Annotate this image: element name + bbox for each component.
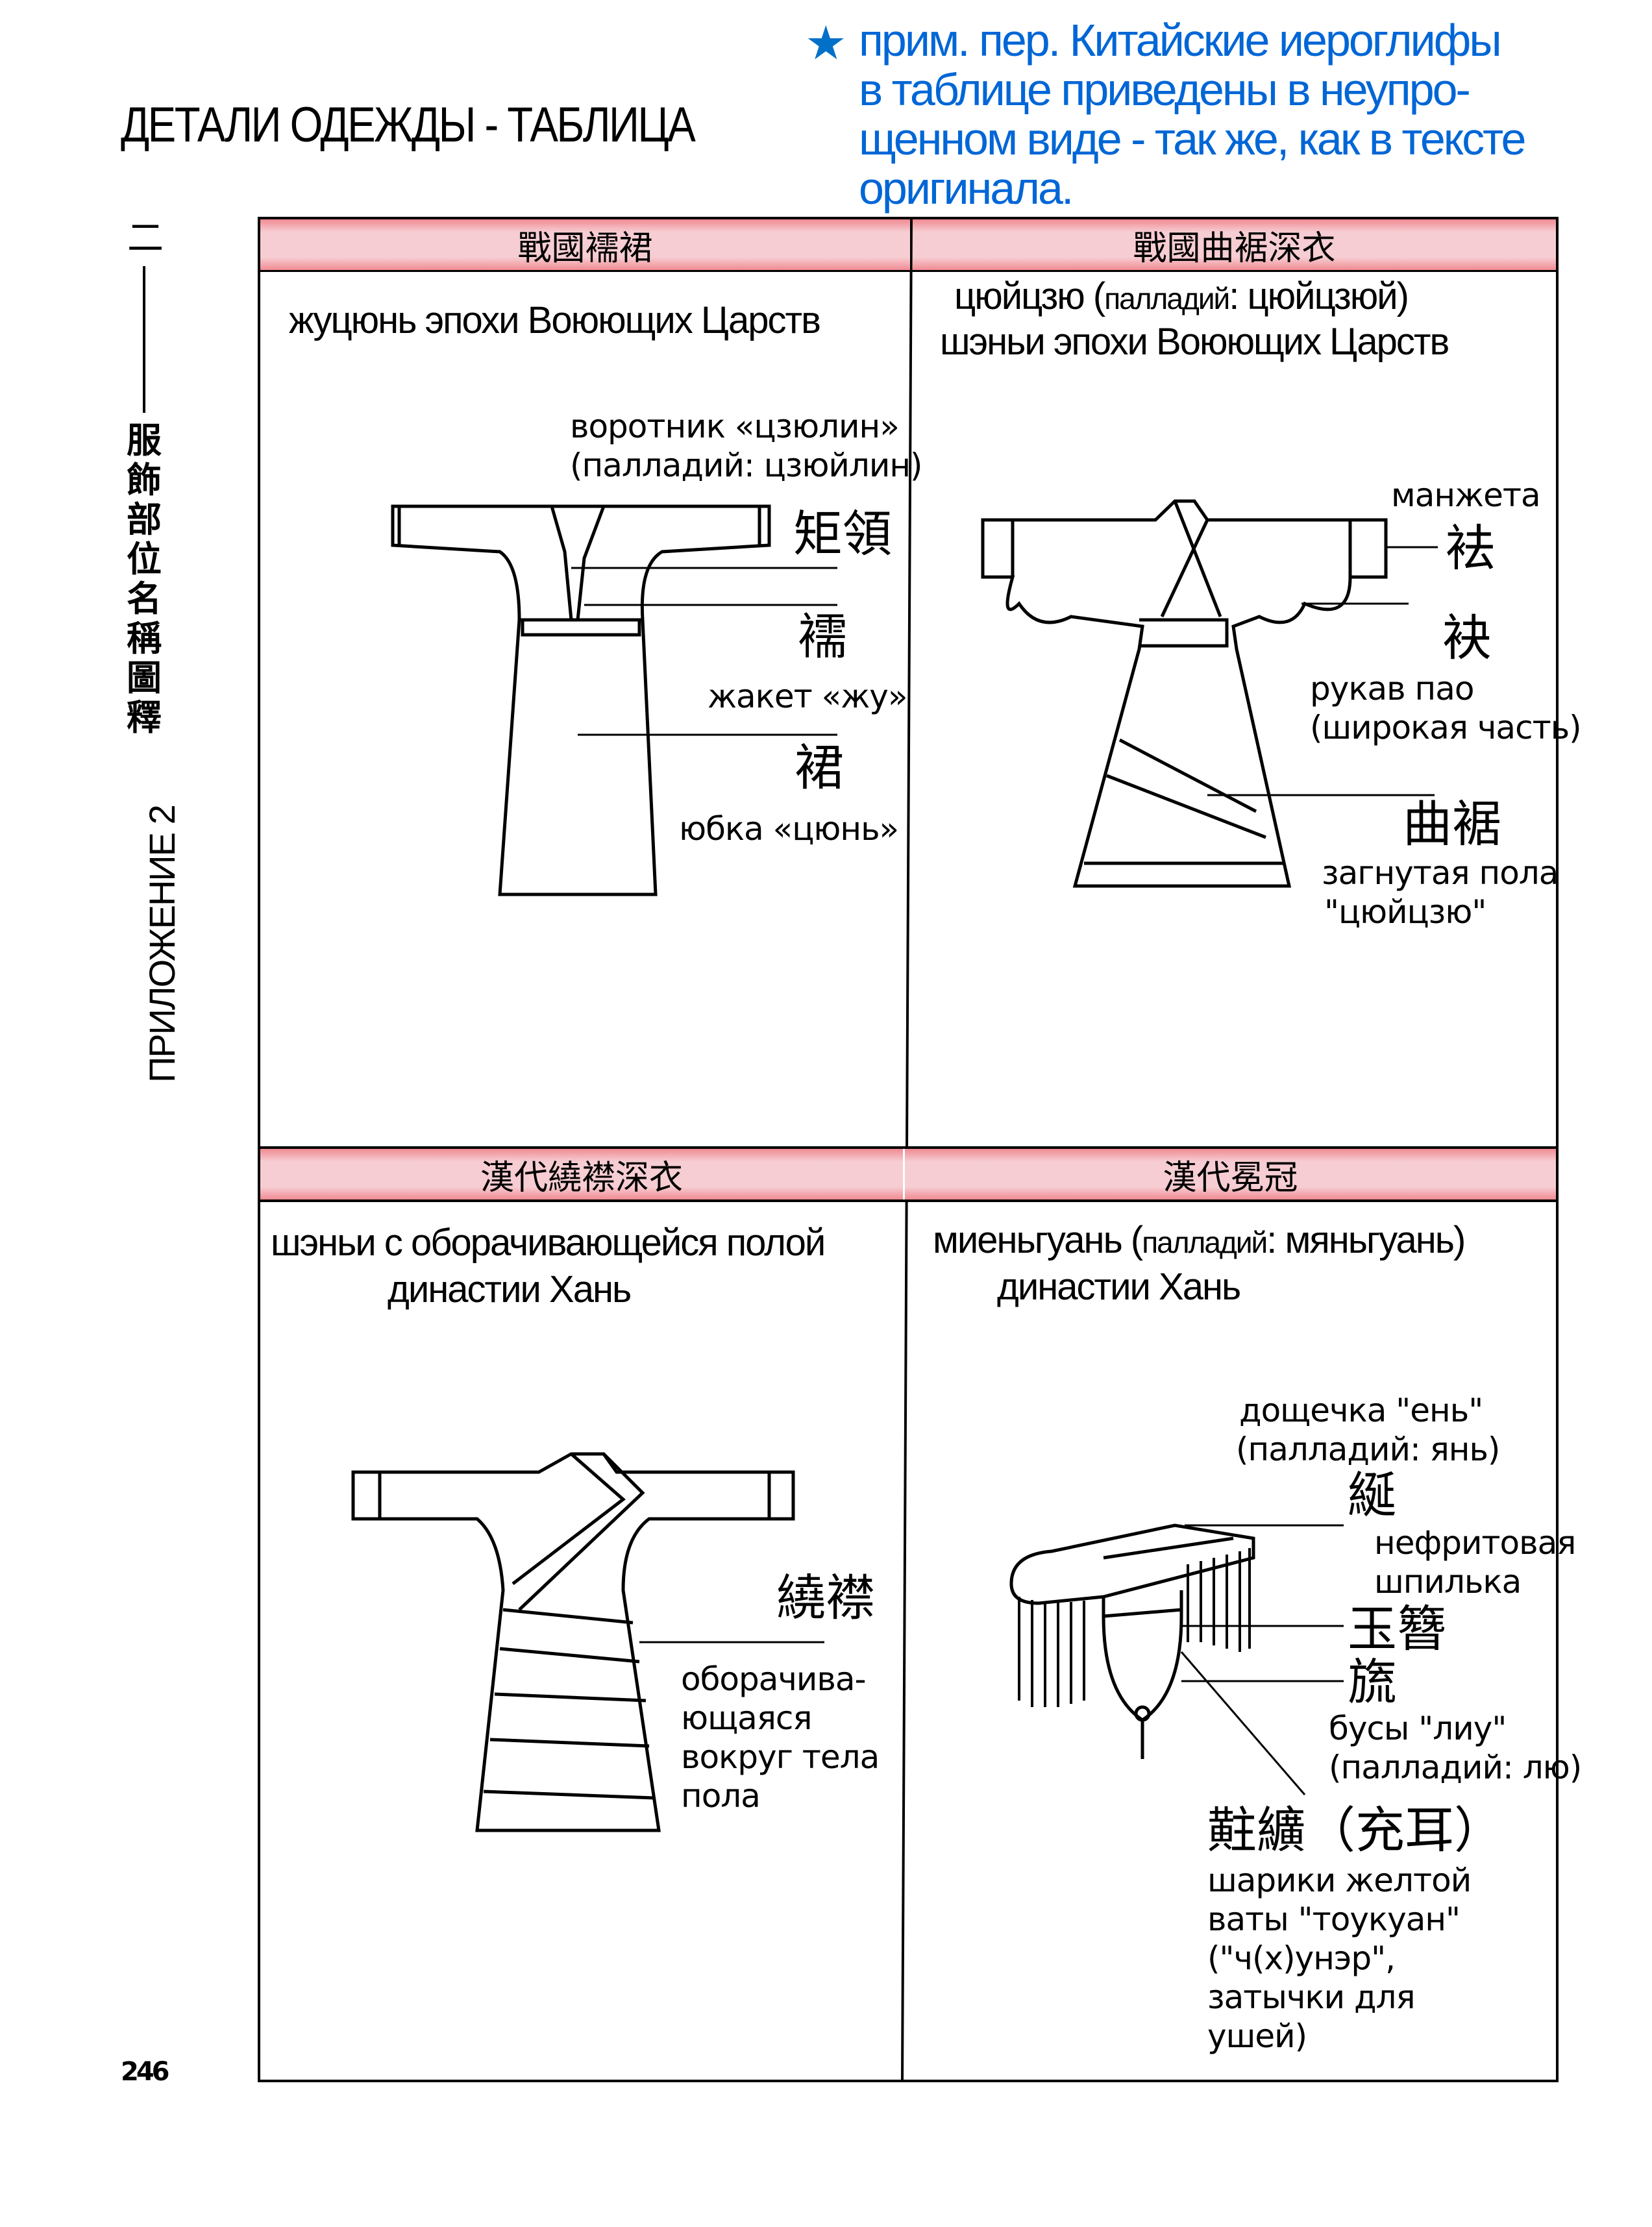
ruqun-illustration xyxy=(391,504,837,896)
cell-header: 戰國曲裾深衣 xyxy=(913,219,1556,270)
star-icon: ★ xyxy=(805,16,847,70)
cell-subtitle: шэньи эпохи Воюющих Царств xyxy=(940,321,1449,363)
label: ушей) xyxy=(1207,2017,1307,2055)
quju-illustration xyxy=(981,499,1438,888)
label-cjk: 黈纊（充耳） xyxy=(1207,1801,1503,1859)
cell-subtitle: миеньгуань (палладий: мяньгуань) xyxy=(933,1219,1466,1261)
cell-subtitle: жуцюнь эпохи Воюющих Царств xyxy=(289,299,821,341)
cell-subtitle: династии Хань xyxy=(388,1268,632,1310)
label-cjk: 旒 xyxy=(1348,1653,1397,1711)
subtitle-part: палладий xyxy=(1104,282,1230,315)
label: ("ч(х)унэр", xyxy=(1207,1939,1396,1977)
note-line: в таблице приведены в неупро- xyxy=(859,64,1471,115)
label: ющаяся xyxy=(681,1699,812,1737)
label: вокруг тела xyxy=(681,1738,880,1776)
subtitle-part: миеньгуань ( xyxy=(933,1219,1143,1261)
cell-subtitle: династии Хань xyxy=(997,1266,1241,1308)
label-cjk: 矩領 xyxy=(793,505,892,563)
sidebar-number: 二 xyxy=(127,217,164,260)
label: бусы "лиу" xyxy=(1329,1710,1507,1747)
label-cjk: 袂 xyxy=(1442,609,1492,667)
page-title: ДЕТАЛИ ОДЕЖДЫ - ТАБЛИЦА xyxy=(121,97,696,153)
label: ваты "тоукуан" xyxy=(1207,1901,1461,1938)
sidebar-title-cjk: 服飾部位名稱圖釋 xyxy=(127,419,162,738)
label: загнутая пола xyxy=(1322,854,1559,892)
subtitle-part: : мяньгуань) xyxy=(1266,1219,1466,1261)
label-cjk: 繞襟 xyxy=(776,1569,875,1627)
label: (палладий: янь) xyxy=(1236,1431,1500,1468)
label: оборачива- xyxy=(681,1660,867,1698)
label: юбка «цюнь» xyxy=(679,810,899,848)
cell-header: 戰國襦裙 xyxy=(260,219,910,270)
cell-subtitle: шэньи с оборачивающейся полой xyxy=(271,1222,826,1264)
label: жакет «жу» xyxy=(708,678,907,715)
label: нефритовая xyxy=(1374,1524,1576,1562)
label: шарики желтой xyxy=(1207,1862,1472,1899)
label-cjk: 玉簪 xyxy=(1348,1600,1446,1658)
label-cjk: 袪 xyxy=(1446,519,1495,577)
label: воротник «цзюлин» xyxy=(570,408,900,445)
cell-subtitle: цюйцзю (палладий: цюйцзюй) xyxy=(954,275,1409,317)
sidebar-title-ru: ПРИЛОЖЕНИЕ 2 xyxy=(142,806,182,1083)
label: затычки для xyxy=(1207,1978,1416,2016)
cell-header: 漢代繞襟深衣 xyxy=(260,1149,903,1200)
translator-note: прим. пер. Китайские иероглифы в таблице… xyxy=(859,15,1526,214)
table-grid xyxy=(258,217,1559,2082)
mianguan-illustration xyxy=(1009,1523,1344,1795)
label: "цюйцзю" xyxy=(1324,893,1486,931)
label: (палладий: лю) xyxy=(1329,1749,1582,1786)
subtitle-part: : цюйцзюй) xyxy=(1229,275,1409,317)
label: дощечка "ень" xyxy=(1239,1392,1483,1429)
label: манжета xyxy=(1391,476,1541,514)
subtitle-part: цюйцзю ( xyxy=(954,275,1105,317)
raojin-illustration xyxy=(351,1452,824,1832)
label: рукав пао xyxy=(1310,670,1474,707)
page-number: 246 xyxy=(121,2057,169,2087)
cell-header: 漢代冕冠 xyxy=(905,1149,1556,1200)
label-cjk: 曲裾 xyxy=(1403,795,1501,853)
label-cjk: 襦 xyxy=(798,608,847,665)
label: (палладий: цзюйлин) xyxy=(570,447,923,484)
label-cjk: 綖 xyxy=(1348,1466,1397,1524)
label: пола xyxy=(681,1777,761,1815)
note-line: прим. пер. Китайские иероглифы xyxy=(859,15,1502,66)
label: шпилька xyxy=(1374,1563,1522,1601)
note-line: щенном виде - так же, как в тексте xyxy=(859,114,1526,164)
subtitle-part: палладий xyxy=(1142,1225,1268,1259)
label: (широкая часть) xyxy=(1310,709,1582,746)
note-line: оригинала. xyxy=(859,163,1074,214)
label-cjk: 裙 xyxy=(795,739,844,796)
sidebar-divider xyxy=(143,266,145,413)
